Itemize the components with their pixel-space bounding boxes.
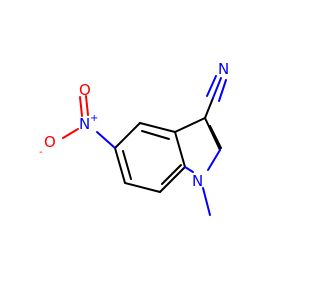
bond-c2-n1	[207, 149, 221, 171]
nitrile-n-label: N	[218, 60, 229, 78]
nitro-n-charge: +	[90, 113, 98, 124]
bond-cn-triple-2	[206, 75, 217, 97]
bond-nitro-n-o-top	[85, 95, 89, 116]
bond-nitro-n-o-bottom	[62, 128, 79, 139]
nitro-o-bottom-label: O	[44, 133, 56, 151]
bond-c3-c2	[204, 117, 221, 151]
bond-c3a-c4-inner	[141, 130, 170, 140]
bond-c7a-c3a	[174, 131, 186, 168]
bond-c5-c6	[114, 147, 126, 184]
bond-c5-c6-inner	[122, 150, 132, 180]
bond-c4-c5	[114, 122, 141, 149]
bond-cn-triple-1	[212, 77, 222, 99]
bond-cn-triple-3	[218, 79, 227, 102]
bond-c7-c7a-inner	[161, 164, 182, 185]
bond-c3-c2-inner	[209, 125, 222, 149]
nitro-n-label: N	[79, 115, 90, 133]
molecule-structure: N N + O O - N	[39, 60, 229, 216]
bond-c3a-c4	[139, 122, 176, 133]
nitro-o-top-label: O	[79, 81, 91, 99]
bond-c5-nitro-n	[96, 131, 116, 149]
bond-c3a-c3	[174, 117, 206, 133]
bond-n1-methyl	[202, 187, 211, 216]
bond-c7-c7a	[159, 166, 186, 193]
bond-c6-c7	[124, 182, 161, 193]
bond-c3-cn	[204, 97, 214, 119]
bond-nitro-n-o-top-2	[79, 96, 83, 117]
bond-n1-c7a	[184, 166, 194, 173]
ring-n-label: N	[192, 172, 203, 190]
nitro-o-bottom-charge: -	[39, 147, 43, 158]
